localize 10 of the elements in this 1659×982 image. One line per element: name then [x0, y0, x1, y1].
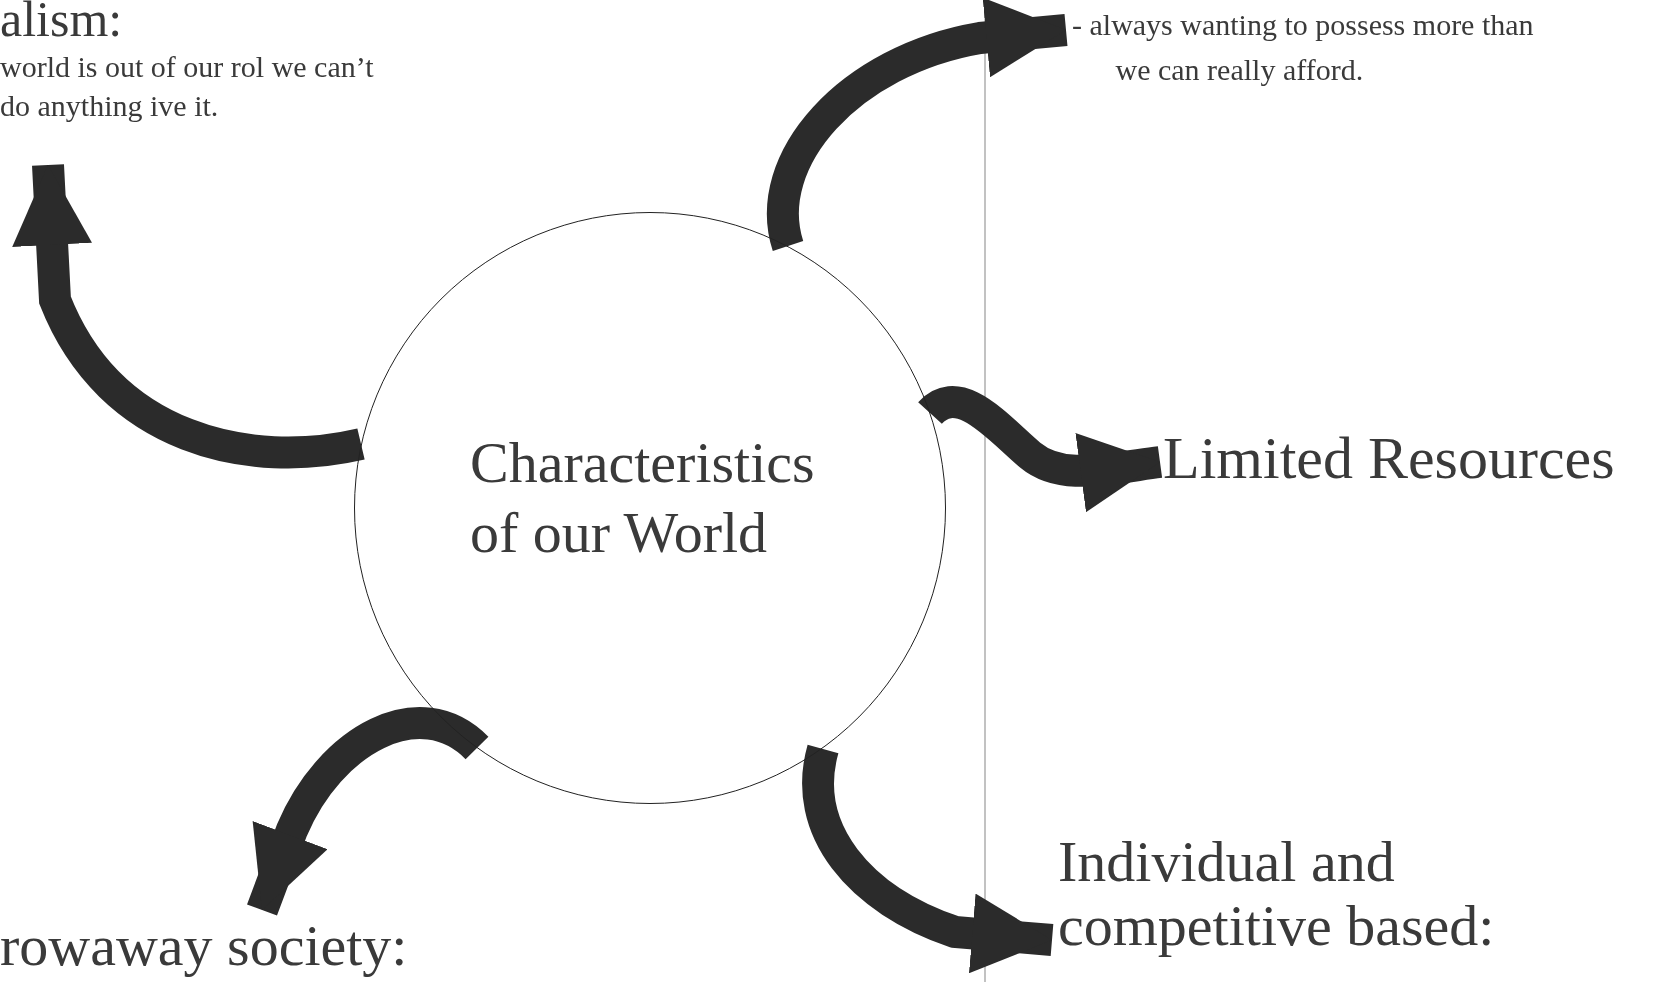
concept-text: Individual and competitive based: [1058, 830, 1496, 958]
description-text: world is out of our rol we can’t do anything ive it. [0, 48, 375, 125]
concept-text: Limited Resources [1163, 425, 1616, 491]
curved-arrow [12, 164, 364, 469]
heading-text: alism: [0, 0, 124, 49]
concept-text: - always wanting to possess more than we can really afford. [1072, 7, 1535, 88]
topic-title: Characteristics of our World [470, 429, 816, 567]
curved-arrow [919, 386, 1163, 513]
curved-arrow [247, 707, 488, 916]
concept-text: rowaway society: [0, 914, 409, 978]
